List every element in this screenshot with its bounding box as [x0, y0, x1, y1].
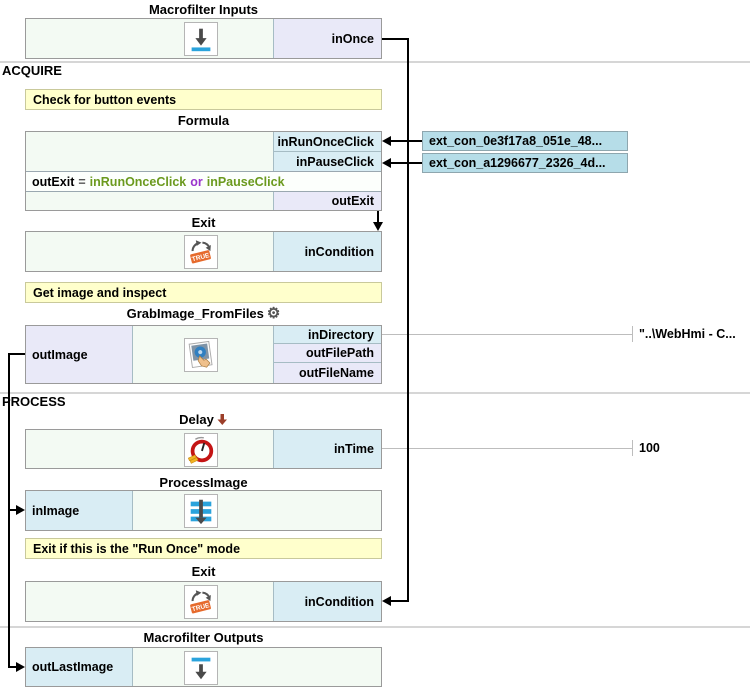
process-image-icon — [184, 494, 218, 528]
block-title-formula: Formula — [177, 113, 230, 128]
port-inRunOnceClick[interactable]: inRunOnceClick — [273, 132, 381, 152]
port-outFilePath[interactable]: outFilePath — [273, 344, 381, 363]
port-outImage[interactable]: outImage — [26, 326, 133, 383]
gear-icon[interactable]: ⚙ — [266, 305, 281, 322]
exit-loop-break-icon: TRUE — [184, 235, 218, 269]
wire-ext1-to-inrunonceclick[interactable] — [390, 140, 422, 142]
value-wire-intime — [382, 448, 632, 449]
formula-expr-equals: = — [78, 174, 86, 189]
formula-expr-operator: or — [190, 174, 203, 189]
block-title-exit-process: Exit — [191, 564, 216, 579]
macrofilter-inputs-icon — [184, 22, 218, 56]
block-processimage[interactable]: inImage — [25, 490, 382, 531]
port-inPauseClick[interactable]: inPauseClick — [273, 152, 381, 171]
port-outExit[interactable]: outExit — [273, 192, 381, 210]
block-macrofilter-inputs[interactable]: inOnce — [25, 18, 382, 59]
wire-branch-outlastimage[interactable] — [8, 666, 17, 668]
port-inDirectory[interactable]: inDirectory — [273, 326, 381, 344]
section-divider-end — [0, 626, 750, 628]
delay-clock-icon — [184, 433, 218, 467]
svg-text:TRUE: TRUE — [191, 252, 211, 263]
grabimage-title-text: GrabImage_FromFiles — [126, 306, 264, 321]
wire-inonce-to-incondition[interactable] — [391, 600, 407, 602]
comment-check-button-events[interactable]: Check for button events — [25, 89, 382, 110]
arrowhead-inpauseclick — [382, 158, 391, 168]
wire-outexit-vertical[interactable] — [377, 211, 379, 223]
section-divider-process — [0, 392, 750, 394]
wire-ext2-to-inpauseclick[interactable] — [390, 162, 422, 164]
section-label-acquire: ACQUIRE — [2, 63, 62, 78]
exit-loop-break-icon: TRUE — [184, 585, 218, 619]
block-title-delay: Delay — [25, 412, 382, 427]
comment-get-image[interactable]: Get image and inspect — [25, 282, 382, 303]
port-outFileName[interactable]: outFileName — [273, 363, 381, 383]
ext-connection-label-1[interactable]: ext_con_0e3f17a8_051e_48... — [422, 131, 628, 151]
section-divider-acquire — [0, 61, 750, 63]
wire-outimage-horizontal[interactable] — [8, 353, 25, 355]
value-label-indirectory[interactable]: "..\WebHmi - C... — [639, 327, 736, 341]
wire-inonce-horizontal[interactable] — [382, 38, 409, 40]
delay-title-text: Delay — [179, 412, 214, 427]
block-exit-process[interactable]: TRUE inCondition — [25, 581, 382, 622]
arrowhead-incondition-acquire — [373, 222, 383, 231]
port-inOnce[interactable]: inOnce — [273, 19, 381, 58]
block-grabimage-fromfiles[interactable]: outImage inDirectory outFilePath outFile… — [25, 325, 382, 384]
port-inTime[interactable]: inTime — [273, 430, 381, 468]
in-place-down-arrow-icon — [217, 414, 227, 425]
value-label-intime[interactable]: 100 — [639, 441, 660, 455]
port-outLastImage[interactable]: outLastImage — [26, 648, 133, 686]
arrowhead-inimage — [16, 505, 25, 515]
value-bracket-indirectory — [632, 326, 633, 342]
block-title-macrofilter-outputs: Macrofilter Outputs — [143, 630, 264, 645]
section-label-process: PROCESS — [2, 394, 66, 409]
arrowhead-outlastimage — [16, 662, 25, 672]
macrofilter-outputs-icon — [184, 651, 218, 685]
port-inCondition-acquire[interactable]: inCondition — [273, 232, 381, 271]
block-delay[interactable]: inTime — [25, 429, 382, 469]
block-title-processimage: ProcessImage — [159, 475, 248, 490]
block-title-exit-acquire: Exit — [191, 215, 216, 230]
block-title-macrofilter-inputs: Macrofilter Inputs — [148, 2, 259, 17]
arrowhead-incondition-process — [382, 596, 391, 606]
value-bracket-intime — [632, 440, 633, 456]
wire-inonce-vertical[interactable] — [407, 38, 409, 602]
block-formula[interactable]: inRunOnceClick inPauseClick outExit = in… — [25, 131, 382, 211]
formula-expr-lhs: outExit — [32, 174, 75, 189]
comment-exit-run-once[interactable]: Exit if this is the "Run Once" mode — [25, 538, 382, 559]
formula-expression: outExit = inRunOnceClick or inPauseClick — [26, 171, 381, 192]
value-wire-indirectory — [382, 334, 632, 335]
ext-connection-label-2[interactable]: ext_con_a1296677_2326_4d... — [422, 153, 628, 173]
block-macrofilter-outputs[interactable]: outLastImage — [25, 647, 382, 687]
port-inImage[interactable]: inImage — [26, 491, 133, 530]
port-inCondition-process[interactable]: inCondition — [273, 582, 381, 621]
svg-text:TRUE: TRUE — [191, 602, 211, 613]
arrowhead-inrunonceclick — [382, 136, 391, 146]
block-exit-acquire[interactable]: TRUE inCondition — [25, 231, 382, 272]
formula-expr-operand-b: inPauseClick — [206, 174, 285, 189]
block-title-grabimage: GrabImage_FromFiles ⚙ — [25, 306, 382, 321]
wire-branch-inimage[interactable] — [8, 509, 17, 511]
formula-expr-operand-a: inRunOnceClick — [89, 174, 187, 189]
grab-image-icon — [184, 338, 218, 372]
